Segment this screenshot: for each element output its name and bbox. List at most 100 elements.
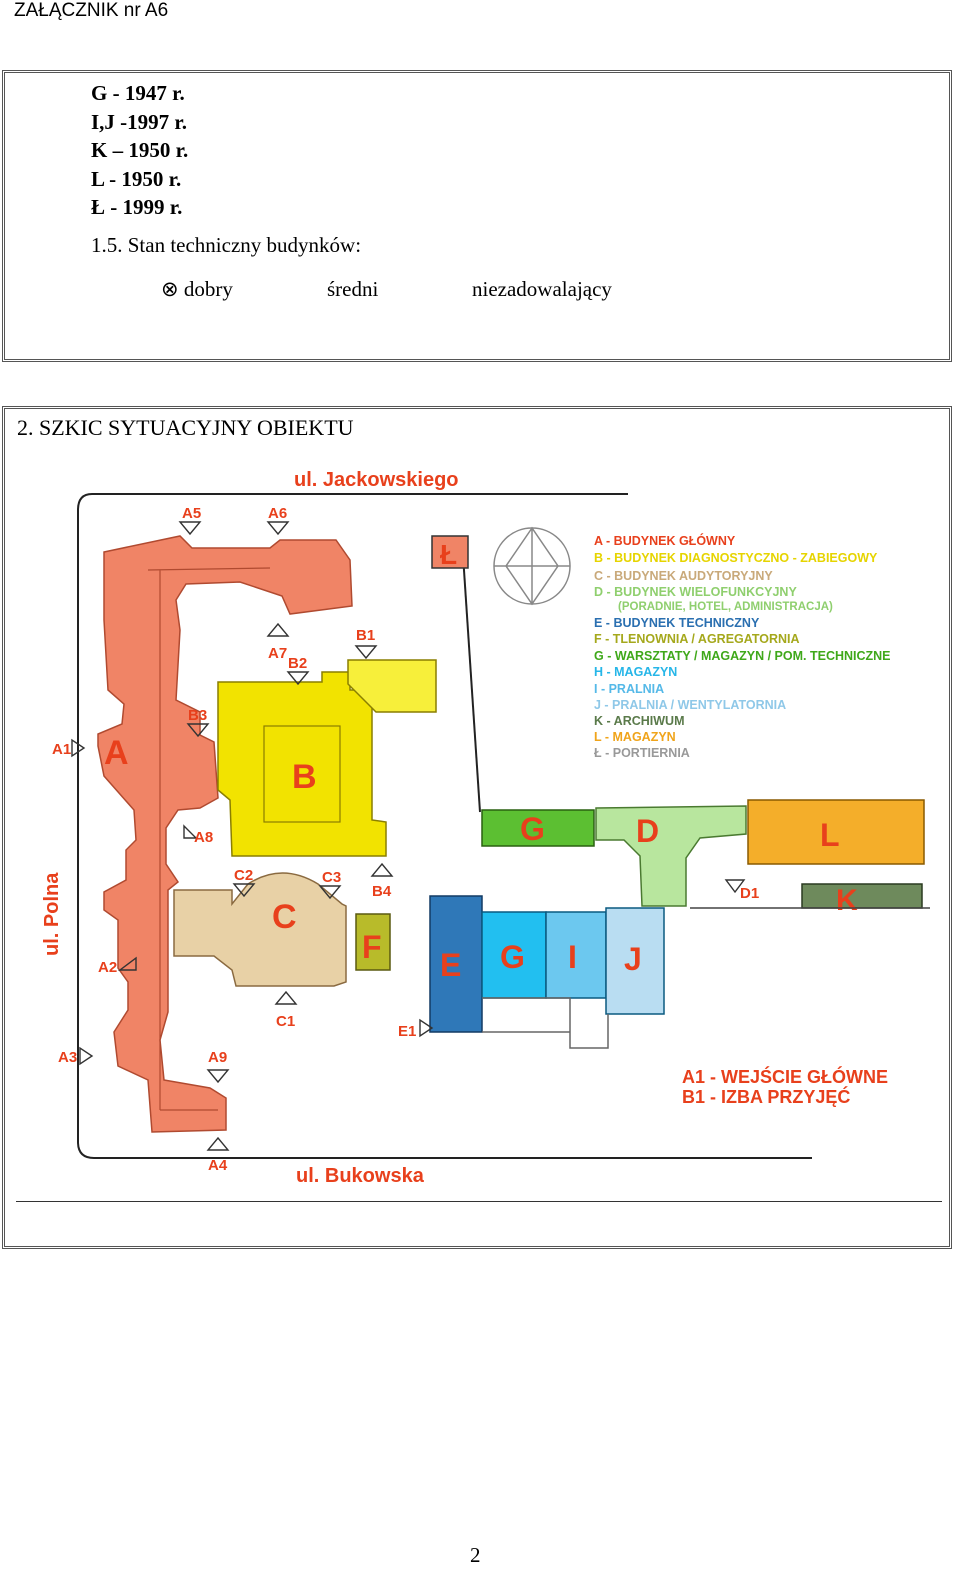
- building-b-annex[interactable]: [347, 659, 437, 713]
- entrance-c1-icon: [274, 990, 298, 1005]
- legend-item: G - WARSZTATY / MAGAZYN / POM. TECHNICZN…: [594, 649, 891, 663]
- entrance-a6-icon: [266, 521, 290, 536]
- year-item: K – 1950 r.: [91, 138, 189, 162]
- building-a-label: A: [104, 734, 129, 772]
- entrance-a2-label: A2: [98, 959, 117, 976]
- building-j-label: J: [624, 941, 642, 977]
- entrance-c3-icon: [318, 885, 342, 900]
- condition-good[interactable]: ⊗ dobry: [161, 277, 233, 302]
- building-a-corridor: [147, 567, 271, 1111]
- main-entry-b1: B1 - IZBA PRZYJĘĆ: [682, 1086, 850, 1107]
- attachment-header: ZAŁĄCZNIK nr A6: [14, 0, 169, 21]
- entrance-d1-label: D1: [740, 885, 759, 902]
- entrance-a3-label: A3: [58, 1049, 77, 1066]
- entrance-a1-label: A1: [52, 741, 71, 758]
- building-l-stroke[interactable]: [431, 535, 469, 569]
- condition-good-label: dobry: [183, 277, 233, 301]
- building-b-courtyard: [263, 725, 341, 823]
- building-l-stroke-label: Ł: [440, 539, 457, 570]
- building-l-label: L: [820, 817, 840, 853]
- building-f[interactable]: [355, 913, 391, 971]
- year-list: G - 1947 r. I,J -1997 r. K – 1950 r. L -…: [91, 79, 188, 222]
- street-polna: ul. Polna: [41, 872, 63, 956]
- entrance-a7-label: A7: [268, 645, 287, 662]
- entrance-d1-icon: [724, 879, 746, 894]
- entrance-c3-label: C3: [322, 869, 341, 886]
- building-d-label: D: [636, 813, 659, 849]
- street-bukowska: ul. Bukowska: [296, 1165, 425, 1187]
- building-h-label: G: [500, 939, 525, 975]
- entrance-a1-icon: [71, 738, 86, 758]
- building-k-label: K: [836, 884, 858, 917]
- legend-item: L - MAGAZYN: [594, 730, 676, 744]
- legend-item: F - TLENOWNIA / AGREGATORNIA: [594, 632, 800, 646]
- section-2-heading: 2. SZKIC SYTUACYJNY OBIEKTU: [17, 415, 354, 440]
- legend-item: C - BUDYNEK AUDYTORYJNY: [594, 569, 773, 583]
- building-a[interactable]: [97, 535, 353, 1133]
- entrance-b3-icon: [186, 723, 210, 738]
- building-j[interactable]: [605, 907, 665, 1015]
- building-g-label: G: [520, 811, 545, 847]
- year-item: Ł - 1999 r.: [91, 195, 183, 219]
- legend-item: Ł - PORTIERNIA: [594, 746, 690, 760]
- site-boundary: [77, 493, 812, 1159]
- building-c[interactable]: [173, 872, 347, 987]
- building-h[interactable]: [481, 911, 547, 999]
- building-i-label: I: [568, 939, 577, 975]
- condition-poor-label: niezadowalający: [472, 277, 612, 301]
- entrance-b3-label: B3: [188, 707, 207, 724]
- building-f-label: F: [362, 929, 382, 965]
- building-b-label: B: [292, 758, 317, 796]
- outbuilding-outline: [482, 997, 609, 1049]
- entrance-a9-icon: [206, 1069, 230, 1084]
- entrance-e1-icon: [419, 1018, 434, 1038]
- compass-icon: [493, 526, 571, 606]
- entrance-b1-label: B1: [356, 627, 375, 644]
- entrance-b4-label: B4: [372, 883, 392, 900]
- year-item: L - 1950 r.: [91, 166, 182, 191]
- building-l[interactable]: [747, 799, 925, 865]
- section-1-5-heading: 1.5. Stan techniczny budynków:: [91, 233, 362, 257]
- condition-poor[interactable]: niezadowalający: [472, 277, 612, 302]
- entrance-a7-icon: [266, 622, 290, 637]
- entrance-b2-icon: [286, 671, 310, 686]
- legend-item: K - ARCHIWUM: [594, 714, 685, 728]
- entrance-a2-icon: [117, 956, 137, 971]
- entrance-a6-label: A6: [268, 505, 287, 522]
- entrance-a3-icon: [79, 1046, 94, 1066]
- entrance-a8-icon: [183, 824, 198, 839]
- entrance-a8-label: A8: [194, 829, 213, 846]
- building-k[interactable]: [801, 883, 923, 909]
- legend-item: B - BUDYNEK DIAGNOSTYCZNO - ZABIEGOWY: [594, 551, 878, 565]
- legend-item: I - PRALNIA: [594, 682, 664, 696]
- site-plan-box: 2. SZKIC SYTUACYJNY OBIEKTU: [2, 406, 952, 1249]
- building-d[interactable]: [595, 805, 747, 907]
- legend-item: E - BUDYNEK TECHNICZNY: [594, 616, 760, 630]
- entrance-a5-label: A5: [182, 505, 201, 522]
- entrance-a4-icon: [206, 1136, 230, 1151]
- entrance-b2-label: B2: [288, 655, 307, 672]
- entrance-b1-icon: [354, 645, 378, 660]
- entrance-c2-icon: [232, 883, 256, 898]
- legend-item: A - BUDYNEK GŁÓWNY: [594, 533, 736, 548]
- building-b[interactable]: [217, 671, 387, 857]
- entrance-c1-label: C1: [276, 1013, 295, 1030]
- condition-medium[interactable]: średni: [327, 277, 378, 302]
- legend-item: (PORADNIE, HOTEL, ADMINISTRACJA): [618, 601, 833, 613]
- entrance-a5-icon: [178, 521, 202, 536]
- legend-item: H - MAGAZYN: [594, 665, 677, 679]
- street-jackowskiego: ul. Jackowskiego: [294, 469, 459, 491]
- legend-item: J - PRALNIA / WENTYLATORNIA: [594, 698, 786, 712]
- legend: A - BUDYNEK GŁÓWNY B - BUDYNEK DIAGNOSTY…: [594, 533, 891, 760]
- checked-mark-icon: ⊗: [161, 277, 179, 301]
- entrance-a9-label: A9: [208, 1049, 227, 1066]
- year-item: G - 1947 r.: [91, 81, 185, 105]
- entrance-b4-icon: [370, 862, 394, 877]
- building-g[interactable]: [481, 809, 595, 847]
- entrance-a4-label: A4: [208, 1157, 228, 1174]
- building-c-label: C: [272, 898, 297, 936]
- bottom-rule: [16, 1201, 942, 1202]
- building-e-label: E: [440, 947, 461, 983]
- info-box: G - 1947 r. I,J -1997 r. K – 1950 r. L -…: [2, 70, 952, 362]
